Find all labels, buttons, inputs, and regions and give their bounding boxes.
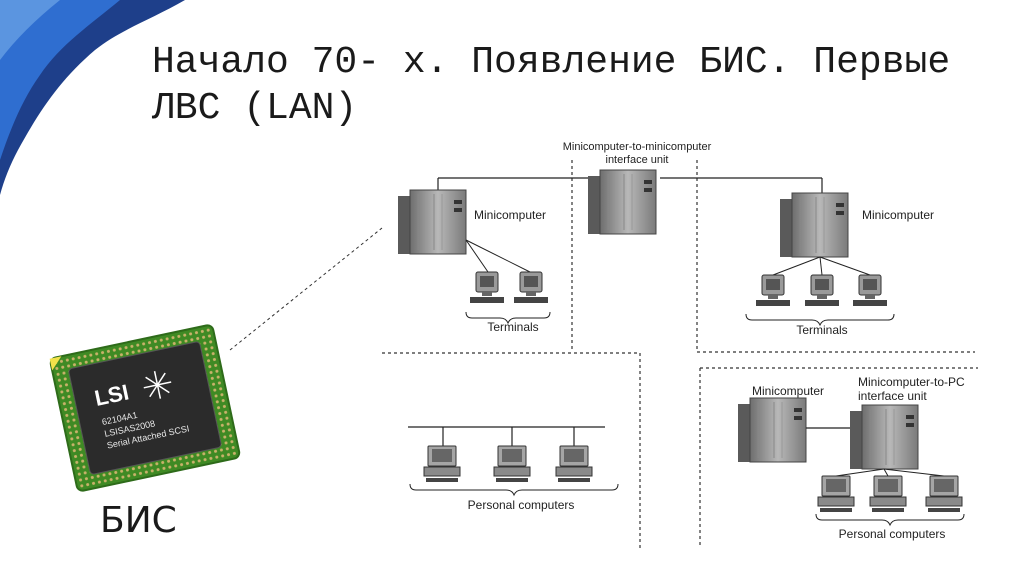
minicomputer-right-cabinet <box>779 192 849 258</box>
minicomputer-right-label: Minicomputer <box>862 208 934 222</box>
pc-left-1 <box>423 445 461 483</box>
corner-decoration <box>0 0 185 195</box>
slide-title: Начало 70- х. Появление БИС. Первые ЛВС … <box>152 41 951 130</box>
terminals-right-label: Terminals <box>796 323 847 337</box>
pc-right-3 <box>925 475 963 513</box>
personal-computers-left-label: Personal computers <box>468 498 575 512</box>
corner-shape-light <box>0 0 120 160</box>
pc-left-2 <box>493 445 531 483</box>
pc-right-2 <box>869 475 907 513</box>
terminals-right-brace <box>745 313 895 327</box>
minicomputer-left-cabinet <box>397 189 467 255</box>
terminal-right-2 <box>804 274 840 307</box>
left-terminal-links <box>465 239 531 273</box>
terminals-left-brace <box>465 311 551 325</box>
terminal-left-2 <box>513 271 549 304</box>
personal-computers-right-label: Personal computers <box>839 527 946 541</box>
interface-unit-cabinet <box>587 169 657 235</box>
right-pc-links <box>835 468 945 477</box>
pc-interface-label-2: interface unit <box>858 389 927 403</box>
minicomputer-bottom-cabinet <box>737 397 807 463</box>
backbone-lines <box>437 177 823 195</box>
region-dividers <box>382 160 978 548</box>
terminal-left-1 <box>469 271 505 304</box>
pcs-right-brace <box>815 513 965 527</box>
lsi-chip-image: LSI 62104A1 LSISAS2008 Serial Attached S… <box>49 324 241 492</box>
terminal-right-1 <box>755 274 791 307</box>
pc-bus-left <box>408 426 605 446</box>
pc-interface-unit-cabinet <box>849 404 919 470</box>
minicomputer-left-label: Minicomputer <box>474 208 546 222</box>
chip-logo-burst <box>143 371 172 399</box>
pc-left-3 <box>555 445 593 483</box>
chip-board: LSI 62104A1 LSISAS2008 Serial Attached S… <box>49 324 241 492</box>
interface-unit-label-1: Minicomputer-to-minicomputer <box>563 141 712 153</box>
terminals-left-label: Terminals <box>487 320 538 334</box>
pc-right-1 <box>817 475 855 513</box>
minicomputer-bottom-label: Minicomputer <box>752 384 824 398</box>
pc-interface-label-1: Minicomputer-to-PC <box>858 375 965 389</box>
pcs-left-brace <box>409 483 619 497</box>
chip-caption: БИС <box>100 500 177 541</box>
interface-unit-label-2: interface unit <box>606 154 669 166</box>
chip-connector-line <box>229 227 383 351</box>
corner-shape-accent <box>0 0 60 60</box>
terminal-right-3 <box>852 274 888 307</box>
right-terminal-links <box>772 256 871 276</box>
